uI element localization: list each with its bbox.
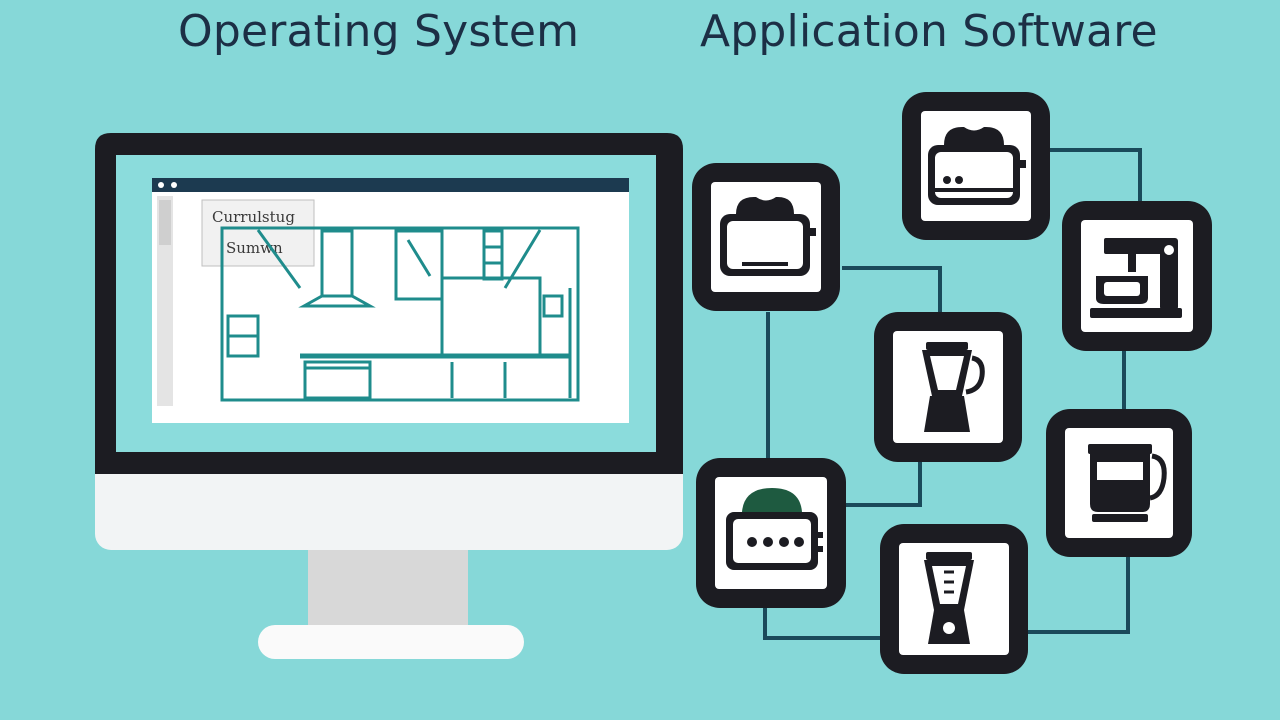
monitor-stand-neck — [308, 548, 468, 628]
window-scrollbar-thumb — [159, 200, 171, 245]
app-tile — [692, 163, 840, 311]
app-tile — [880, 524, 1028, 674]
connector-line — [846, 460, 922, 507]
connector-line — [1050, 148, 1142, 202]
application-software-heading: Application Software — [700, 6, 1158, 57]
app-tile — [1046, 409, 1192, 557]
app-tile — [696, 458, 846, 608]
screen-label-line1: Currulstug — [212, 208, 295, 226]
blender-icon — [922, 342, 985, 432]
monitor-stand-base — [258, 625, 524, 659]
app-tile — [1062, 201, 1212, 351]
connector-line — [842, 266, 942, 315]
window-dot-icon — [158, 182, 164, 188]
kitchen-blueprint — [220, 226, 580, 402]
toaster-icon — [928, 126, 1026, 205]
stand-mixer-icon — [1090, 238, 1182, 318]
connector-line — [763, 606, 882, 640]
app-tile — [874, 312, 1022, 462]
window-scrollbar — [157, 196, 173, 406]
app-window: Currulstug Sumwn — [152, 178, 629, 423]
blender-icon — [924, 552, 974, 644]
window-dot-icon — [171, 182, 177, 188]
window-titlebar — [152, 178, 629, 192]
desktop-monitor: Currulstug Sumwn — [95, 133, 683, 659]
kettle-icon — [1088, 444, 1167, 522]
toaster-icon — [720, 196, 816, 276]
connector-line — [1028, 555, 1130, 634]
app-tile — [902, 92, 1050, 240]
connector-lines — [763, 148, 1142, 640]
operating-system-heading: Operating System — [178, 6, 580, 57]
toaster-oven-icon — [726, 488, 823, 570]
